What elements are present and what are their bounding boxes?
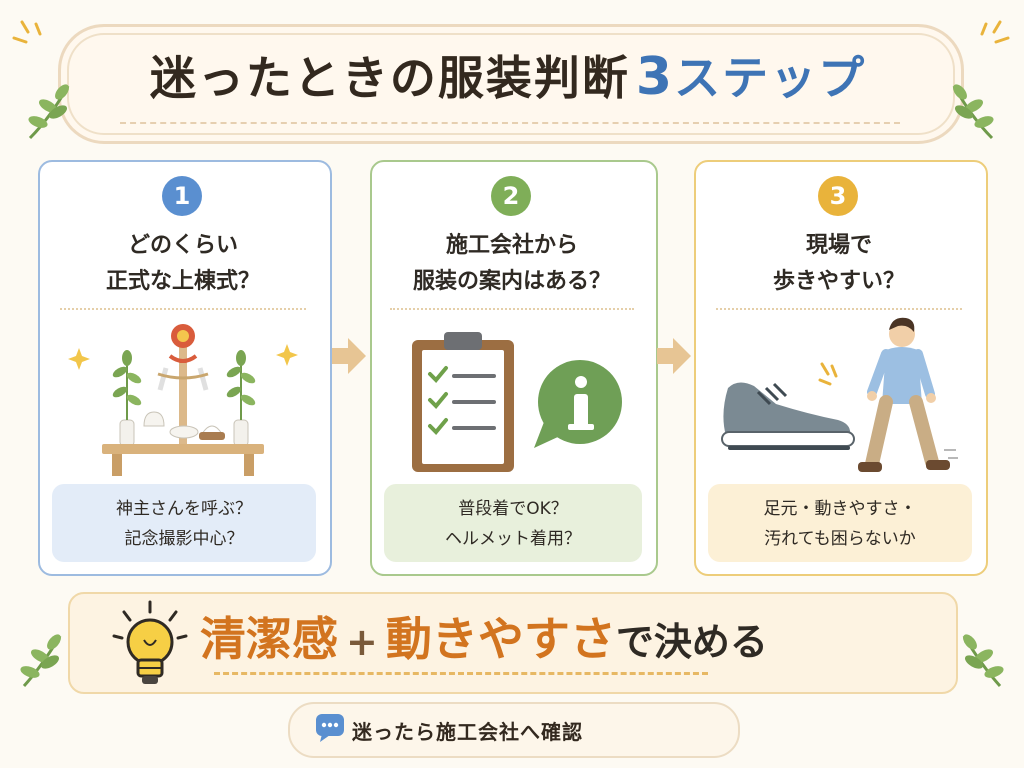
sparkle-rays-top-left-icon [12, 20, 42, 44]
shinto-altar-icon [68, 324, 298, 476]
clipboard-checklist-icon [412, 332, 514, 472]
info-bubble-icon [534, 360, 622, 448]
step-question-3: 現場で 歩きやすい？ [699, 228, 979, 300]
step-note-line: 足元・動きやすさ・ [763, 499, 917, 519]
sneaker-icon [721, 382, 855, 450]
step-question-line: 施工会社から [445, 233, 578, 258]
step-question-1: どのくらい 正式な上棟式？ [43, 228, 323, 300]
step-question-2: 施工会社から 服装の案内はある？ [372, 228, 652, 300]
title-number: 3 [635, 47, 675, 107]
step-question-line: 服装の案内はある？ [412, 269, 611, 294]
step-question-line: どのくらい [127, 233, 238, 258]
arrow-right-icon [332, 338, 366, 374]
step-note-3: 足元・動きやすさ・ 汚れても困らないか [708, 484, 972, 562]
step-note-line: 記念撮影中心？ [124, 529, 244, 549]
motion-lines-icon [818, 362, 838, 386]
arrow-right-icon [657, 338, 691, 374]
step-note-line: 汚れても困らないか [764, 529, 916, 549]
step-note-2: 普段着でOK？ ヘルメット着用？ [384, 484, 642, 562]
conclusion-text: 清潔感+動きやすさで決める [200, 603, 940, 669]
chat-bubble-icon [316, 714, 344, 742]
conclusion-word-mobility: 動きやすさ [385, 612, 616, 666]
lightbulb-icon [112, 600, 188, 684]
step-question-line: 正式な上棟式？ [105, 269, 260, 294]
conclusion-word-cleanliness: 清潔感 [200, 612, 338, 666]
conclusion-banner [68, 592, 958, 694]
card-divider [60, 308, 306, 310]
footer-text: 迷ったら施工会社へ確認 [352, 720, 583, 744]
leaf-branch-icon [952, 84, 994, 140]
conclusion-plus: + [346, 620, 378, 664]
step-note-1: 神主さんを呼ぶ？ 記念撮影中心？ [52, 484, 316, 562]
step-note-line: 普段着でOK？ [458, 499, 568, 519]
step-note-line: 神主さんを呼ぶ？ [116, 499, 252, 519]
title-suffix: ステップ [674, 51, 867, 105]
card-divider [390, 308, 634, 310]
card-divider [716, 308, 962, 310]
conclusion-underline [214, 672, 708, 675]
step-number-badge-3: 3 [818, 176, 858, 216]
leaf-branch-icon [962, 634, 1004, 688]
title-banner [58, 24, 964, 144]
title-main: 迷ったときの服装判断 [149, 51, 630, 105]
leaf-branch-icon [20, 634, 62, 688]
conclusion-tail: で決める [615, 620, 768, 664]
step-note-line: ヘルメット着用？ [445, 529, 581, 549]
sparkle-rays-top-right-icon [980, 20, 1010, 44]
title-divider [120, 122, 900, 124]
step-question-line: 歩きやすい？ [772, 269, 905, 294]
leaf-branch-icon [28, 84, 70, 140]
walking-man-icon [858, 317, 958, 472]
step-number-badge-2: 2 [491, 176, 531, 216]
step-number-badge-1: 1 [162, 176, 202, 216]
footer-pill [288, 702, 740, 758]
step-question-line: 現場で [805, 233, 872, 258]
